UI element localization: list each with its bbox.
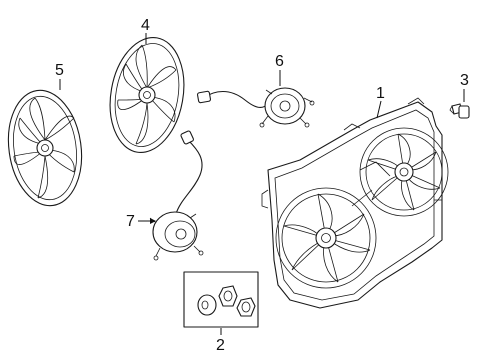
callout-3-label: 3 xyxy=(460,72,469,89)
fan-motor-7-icon xyxy=(149,130,204,261)
hardware-kit-2-icon xyxy=(183,271,259,328)
callout-2-label: 2 xyxy=(216,337,225,354)
callout-3: 3 xyxy=(460,72,469,102)
callout-1-label: 1 xyxy=(376,85,385,102)
callout-4-label: 4 xyxy=(141,17,150,34)
callout-6-label: 6 xyxy=(275,53,284,70)
callout-7-label: 7 xyxy=(126,213,135,230)
fan-shroud-assembly-icon xyxy=(261,97,449,309)
fan-blade-4-icon xyxy=(109,36,185,154)
callout-6: 6 xyxy=(275,53,284,86)
callout-7: 7 xyxy=(126,213,156,230)
callout-1: 1 xyxy=(376,85,385,119)
callout-5-label: 5 xyxy=(55,62,64,79)
callout-2: 2 xyxy=(216,328,225,354)
callout-5: 5 xyxy=(55,62,64,90)
fan-motor-6-icon xyxy=(196,87,315,128)
callout-4: 4 xyxy=(141,17,150,44)
bolt-3-icon xyxy=(449,103,470,119)
fan-blade-5-icon xyxy=(7,89,83,207)
